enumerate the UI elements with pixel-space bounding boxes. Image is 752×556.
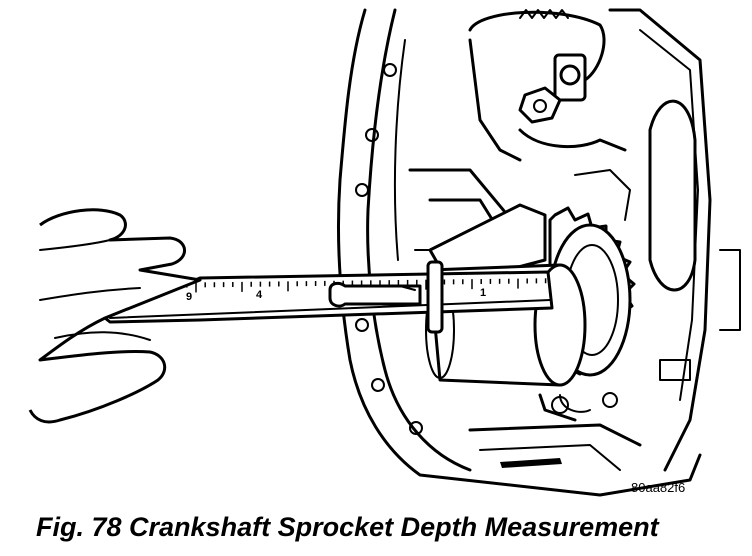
- figure-reference-code: 80aa82f6: [631, 480, 686, 495]
- scale-number-9: 9: [186, 291, 192, 303]
- scale-number-4: 4: [256, 289, 263, 301]
- block-lower: [468, 423, 642, 471]
- figure-caption: Fig. 78 Crankshaft Sprocket Depth Measur…: [36, 512, 659, 542]
- hand: [28, 208, 202, 424]
- camshaft-sprocket-top: [468, 9, 627, 162]
- depth-gauge-ruler: 9 4 1: [103, 260, 554, 334]
- scale-number-1: 1: [480, 287, 486, 299]
- line-drawing-illustration: 9 4 1: [28, 8, 741, 497]
- timing-case-right: [608, 8, 741, 472]
